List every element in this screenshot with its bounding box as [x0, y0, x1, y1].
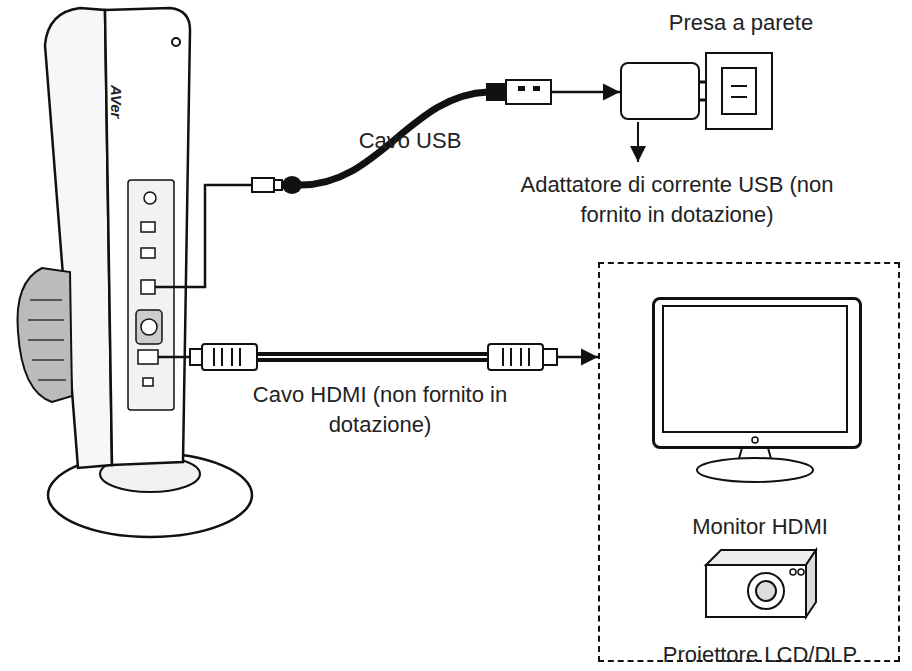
projector-body — [706, 565, 806, 617]
wire — [158, 356, 188, 359]
projector-top — [706, 550, 816, 565]
projector-button — [798, 569, 804, 575]
wall-outlet: Presa a parete — [705, 52, 773, 130]
node-label: Proiettore LCD/DLP — [658, 640, 862, 670]
projector-button — [790, 569, 796, 575]
node-label: Adattatore di corrente USB (non fornito … — [517, 170, 837, 230]
projector: Proiettore LCD/DLP — [704, 550, 816, 620]
outlet-slots — [731, 86, 747, 97]
usb-plug — [252, 178, 274, 192]
brand-logo: AVer — [107, 85, 126, 155]
connectors — [188, 92, 620, 357]
port — [136, 310, 162, 344]
usb-plug — [533, 86, 540, 91]
arm-ridges — [28, 300, 66, 380]
node-label: Presa a parete — [645, 8, 837, 38]
usb-cable — [300, 92, 488, 185]
usb-plug — [506, 80, 551, 104]
usb-plug — [486, 83, 506, 101]
camera-front — [105, 8, 190, 465]
usb-plug — [518, 86, 525, 91]
usb-cable-connector — [188, 92, 620, 287]
document-camera: AVer — [38, 5, 188, 475]
projector-lens — [748, 573, 784, 609]
hdmi-plug — [202, 344, 257, 370]
ferrite — [282, 176, 302, 194]
projector-lens — [756, 581, 776, 601]
power-adapter: Adattatore di corrente USB (non fornito … — [620, 62, 700, 120]
port-panel — [128, 180, 174, 410]
monitor-logo — [752, 437, 758, 443]
monitor-screen — [663, 306, 847, 432]
hdmi-cable — [255, 352, 490, 362]
hdmi-cable-connector — [188, 356, 598, 359]
hdmi-cable — [255, 356, 490, 358]
plugs — [190, 80, 557, 370]
node-label: Monitor HDMI — [635, 512, 885, 542]
plug-ridges — [214, 348, 240, 366]
projector-side — [806, 550, 816, 617]
port — [143, 378, 153, 386]
hdmi-plug — [543, 349, 557, 365]
port — [144, 192, 156, 204]
port — [141, 222, 155, 232]
hdmi-monitor: Monitor HDMI — [652, 297, 862, 449]
camera-arm — [18, 268, 73, 402]
hdmi-plug — [190, 349, 202, 365]
monitor-stand — [697, 458, 813, 482]
display-group: Monitor HDMI Proiettore LCD/DLP — [598, 262, 900, 662]
cable-label: Cavo USB — [340, 126, 480, 156]
hdmi-plug — [488, 344, 543, 370]
plug-ridges — [503, 348, 529, 366]
outlet-socket — [722, 68, 756, 114]
wire — [155, 286, 188, 289]
port — [141, 248, 155, 258]
usb-plug — [274, 180, 282, 190]
port — [141, 319, 157, 335]
usb-port — [141, 280, 155, 294]
camera-lens — [172, 38, 180, 46]
cable-label: Cavo HDMI (non fornito in dotazione) — [232, 380, 528, 440]
hdmi-port — [138, 350, 158, 364]
leader-arrow — [637, 122, 639, 162]
